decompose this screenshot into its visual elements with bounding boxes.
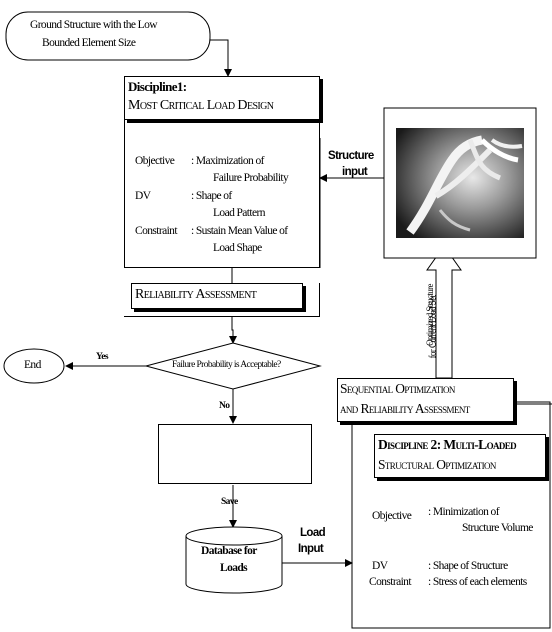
- sequential-label-2: and Reliability Assessment: [340, 401, 470, 416]
- sequential-label-1: Sequential Optimization: [340, 381, 455, 396]
- discipline2-title-box: [374, 434, 546, 478]
- discipline1-subtitle: Most Critical Load Design: [128, 98, 274, 113]
- discipline2-constraint-label: Constraint: [369, 576, 412, 588]
- decision-label: Failure Probability is Acceptable?: [172, 360, 281, 370]
- structure-input-label-1: Structure: [328, 150, 374, 162]
- discipline2-objective-value-1: : Minimization of: [428, 506, 500, 518]
- discipline1-constraint-label: Constraint: [135, 225, 178, 237]
- discipline2-title-1: Discipline 2: Multi-Loaded: [378, 437, 517, 452]
- database-label-1: Database for: [201, 545, 257, 557]
- database-label-2: Loads: [220, 562, 248, 574]
- discipline2-dv-value: : Shape of Structure: [428, 560, 508, 572]
- discipline1-constraint-value-1: : Sustain Mean Value of: [191, 225, 288, 237]
- end-label: End: [24, 359, 41, 371]
- discipline1-objective-value-2: Failure Probability: [213, 172, 289, 184]
- yes-label: Yes: [96, 352, 109, 362]
- start-terminator: [5, 11, 211, 61]
- discipline1-title: Discipline1:: [128, 79, 187, 94]
- discipline2-dv-label: DV: [372, 560, 388, 572]
- discipline1-dv-label: DV: [135, 190, 151, 202]
- end-terminator: [3, 348, 65, 384]
- discipline2-constraint-value: : Stress of each elements: [428, 576, 527, 588]
- no-label: No: [219, 401, 230, 411]
- discipline1-objective-label: Objective: [135, 155, 175, 167]
- save-label: Save: [221, 497, 238, 507]
- edge-reliability-to-decision: [229, 316, 237, 344]
- load-input-label-2: Input: [298, 543, 324, 555]
- optimized-structure-image: [396, 128, 524, 238]
- start-label-2: Bounded Element Size: [42, 37, 136, 49]
- discipline1-constraint-value-2: Load Shape: [213, 242, 262, 254]
- sequential-box: [337, 378, 514, 422]
- discipline1-title-box: [124, 76, 320, 120]
- optimized-label-2: for Current Load Set: [427, 295, 438, 359]
- process-box: [158, 424, 312, 484]
- discipline1-dv-value-2: Load Pattern: [213, 207, 265, 219]
- discipline2-objective-value-2: Structure Volume: [462, 522, 533, 534]
- discipline1-dv-value-1: : Shape of: [191, 190, 232, 202]
- start-label-1: Ground Structure with the Low: [30, 19, 158, 31]
- structure-input-label-2: input: [342, 166, 368, 178]
- discipline1-objective-value-1: : Maximization of: [191, 155, 264, 167]
- database-cylinder: [185, 526, 283, 594]
- reliability-box: [131, 283, 303, 309]
- load-input-label-1: Load: [300, 527, 326, 539]
- discipline2-title-2: Structural Optimization: [378, 457, 496, 472]
- decision-diamond: [144, 342, 322, 390]
- discipline2-objective-label: Objective: [372, 510, 412, 522]
- reliability-label: Reliability Assessment: [135, 287, 257, 302]
- edge-start-to-discipline1: [210, 39, 232, 77]
